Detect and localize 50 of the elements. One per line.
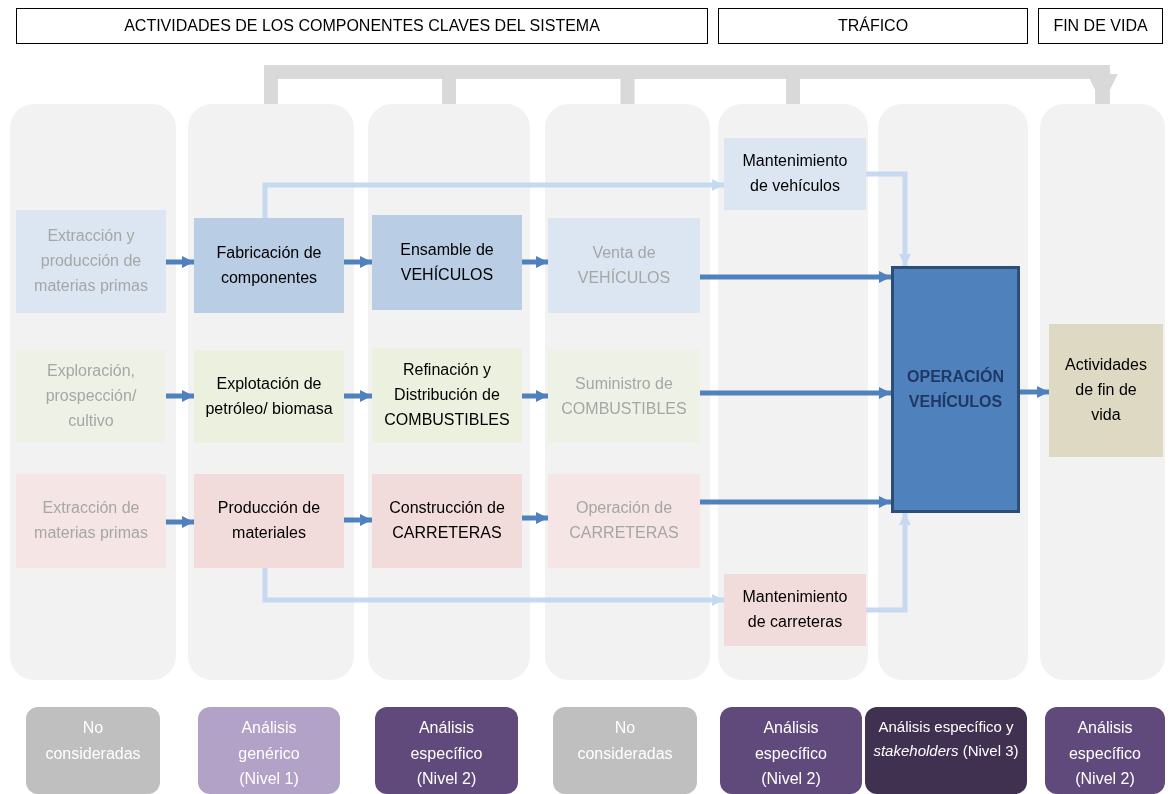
header-box: TRÁFICO: [718, 8, 1028, 44]
column-panel: [878, 104, 1028, 680]
arrow: [700, 271, 891, 283]
process-box: Operación de CARRETERAS: [548, 474, 700, 568]
arrow: [262, 568, 724, 606]
arrow: [344, 256, 372, 268]
level-tag: Análisis genérico (Nivel 1): [198, 707, 340, 794]
process-box: Ensamble de VEHÍCULOS: [372, 215, 522, 310]
arrow: [700, 387, 891, 399]
header-box: FIN DE VIDA: [1038, 8, 1163, 44]
level-tag: No consideradas: [26, 707, 160, 794]
process-box: Suministro de COMBUSTIBLES: [548, 350, 700, 443]
arrow: [166, 390, 194, 402]
column-panel: [368, 104, 530, 680]
level-tag: Análisis específico (Nivel 2): [1045, 707, 1165, 794]
arrow: [866, 171, 911, 266]
process-box: Extracción y producción de materias primas: [16, 210, 166, 313]
arrow: [866, 513, 911, 613]
header-box: ACTIVIDADES DE LOS COMPONENTES CLAVES DEL SISTEMA: [16, 8, 708, 44]
process-box: Mantenimiento de vehículos: [724, 138, 866, 210]
process-box: Fabricación de componentes: [194, 218, 344, 313]
arrow: [262, 179, 724, 218]
column-panel: [545, 104, 710, 680]
process-box: Producción de materiales: [194, 474, 344, 568]
arrow: [522, 256, 548, 268]
process-box: Venta de VEHÍCULOS: [548, 218, 700, 313]
process-box: Actividades de fin de vida: [1049, 324, 1163, 457]
process-box: Extracción de materias primas: [16, 474, 166, 568]
arrow: [344, 390, 372, 402]
arrow: [166, 516, 194, 528]
operation-box: OPERACIÓN VEHÍCULOS: [891, 266, 1020, 513]
arrow: [344, 514, 372, 526]
arrow: [522, 512, 548, 524]
level-tag: Análisis específico y stakeholders (Nivel 3): [865, 707, 1027, 794]
level-tag: Análisis específico (Nivel 2): [720, 707, 862, 794]
level-tag: Análisis específico (Nivel 2): [375, 707, 518, 794]
column-panel: [718, 104, 868, 680]
process-box: Exploración, prospección/ cultivo: [16, 350, 166, 443]
process-box: Construcción de CARRETERAS: [372, 474, 522, 568]
arrow: [1020, 386, 1049, 398]
level-tag: No consideradas: [553, 707, 697, 794]
arrow: [166, 256, 194, 268]
process-box: Mantenimiento de carreteras: [724, 574, 866, 646]
column-panel: [188, 104, 354, 680]
column-panel: [1040, 104, 1165, 680]
arrow: [522, 390, 548, 402]
process-box: Refinación y Distribución de COMBUSTIBLES: [372, 348, 522, 443]
column-panel: [10, 104, 176, 680]
process-box: Explotación de petróleo/ biomasa: [194, 350, 344, 443]
arrow: [700, 496, 891, 508]
